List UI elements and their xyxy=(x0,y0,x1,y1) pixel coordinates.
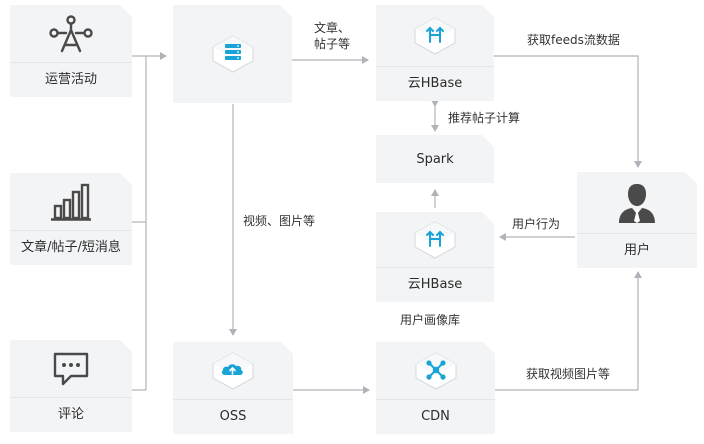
node-ops: 运营活动 xyxy=(10,5,132,97)
node-hbase-top-label: 云HBase xyxy=(376,66,494,101)
edge-label-hbase-spark: 推荐帖子计算 xyxy=(448,111,521,125)
edge-label-hbase-user: 获取feeds流数据 xyxy=(527,33,620,47)
edge-label-server-hbase: 文章、 帖子等 xyxy=(302,20,362,52)
node-user: 用户 xyxy=(577,172,697,268)
node-spark-label: Spark xyxy=(416,151,454,167)
cloud-upload-icon xyxy=(211,351,255,391)
node-server xyxy=(173,5,292,103)
edge-cdn-user xyxy=(495,271,642,391)
node-oss-label: OSS xyxy=(173,399,293,434)
hbase-icon xyxy=(413,16,457,56)
bar-chart-icon xyxy=(48,182,94,222)
edge-label-server-hbase-line1: 文章、 xyxy=(313,21,350,35)
hbase-icon xyxy=(413,220,457,260)
edge-hbase-user xyxy=(494,55,642,168)
node-comments-label: 评论 xyxy=(10,397,132,432)
edge-label-cdn-user: 获取视频图片等 xyxy=(526,367,611,381)
node-articles-label: 文章/帖子/短消息 xyxy=(10,230,132,265)
chat-bubble-icon xyxy=(51,350,91,388)
node-cdn-label: CDN xyxy=(376,399,495,434)
node-comments: 评论 xyxy=(10,340,132,432)
node-oss: OSS xyxy=(173,342,293,434)
node-user-label: 用户 xyxy=(577,233,697,268)
node-spark: Spark xyxy=(376,135,494,183)
edge-label-server-hbase-line2: 帖子等 xyxy=(313,37,350,51)
node-hbase-top: 云HBase xyxy=(376,5,494,101)
caption-profile: 用户画像库 xyxy=(400,313,461,327)
edge-label-server-oss: 视频、图片等 xyxy=(243,214,316,228)
node-hbase-profile-label: 云HBase xyxy=(376,267,494,302)
node-hbase-profile: 云HBase xyxy=(376,212,494,302)
user-icon xyxy=(615,181,659,225)
edge-label-user-profile: 用户行为 xyxy=(512,217,561,231)
node-cdn: CDN xyxy=(376,342,495,434)
server-stack-icon xyxy=(211,34,255,74)
node-articles: 文章/帖子/短消息 xyxy=(10,173,132,265)
tree-network-icon xyxy=(48,14,94,54)
node-ops-label: 运营活动 xyxy=(10,62,132,97)
cdn-network-icon xyxy=(414,351,458,391)
